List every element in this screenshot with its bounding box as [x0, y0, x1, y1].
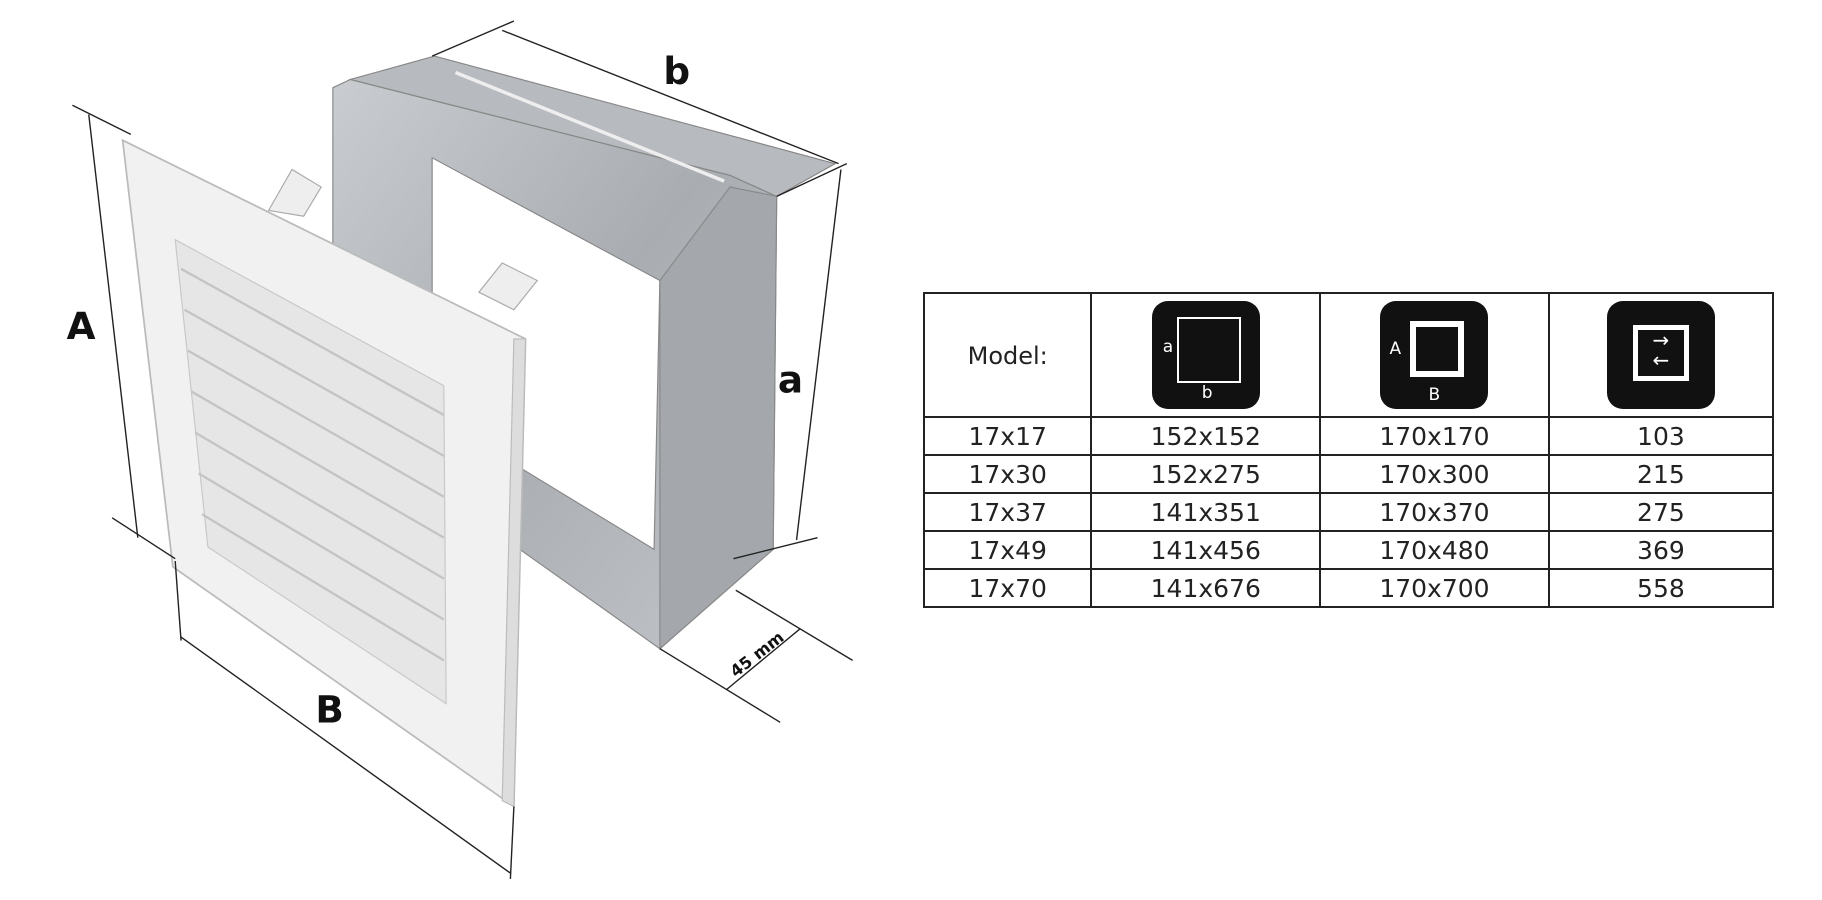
inner-dimension-icon: a b: [1151, 301, 1260, 409]
airflow-area-header: →←: [1547, 292, 1775, 418]
model-cell: 17x49: [922, 530, 1093, 570]
table-header-row: Model: a b A B →←: [922, 292, 1775, 418]
dimension-label-a: a: [778, 358, 803, 402]
ventilation-grille: [121, 138, 527, 809]
airflow-area-cell: 103: [1547, 416, 1775, 456]
dimension-label-B: B: [315, 687, 343, 731]
dimension-label-b: b: [663, 49, 690, 93]
airflow-area-cell: 275: [1547, 492, 1775, 532]
inner-dimension-cell: 152x275: [1090, 454, 1322, 494]
outer-dimension-cell: 170x370: [1319, 492, 1550, 532]
model-cell: 17x37: [922, 492, 1093, 532]
outer-dimension-cell: 170x170: [1319, 416, 1550, 456]
airflow-area-icon: →←: [1606, 301, 1715, 409]
inner-dimension-cell: 152x152: [1090, 416, 1322, 456]
airflow-area-cell: 369: [1547, 530, 1775, 570]
outer-dimension-cell: 170x480: [1319, 530, 1550, 570]
inner-dimension-cell: 141x676: [1090, 568, 1322, 608]
galvanized-frame: [267, 55, 837, 650]
model-cell: 17x30: [922, 454, 1093, 494]
dimension-label-A: A: [67, 304, 96, 348]
inner-dimension-header: a b: [1090, 292, 1322, 418]
dimension-label-depth: 45 mm: [727, 628, 788, 681]
model-cell: 17x70: [922, 568, 1093, 608]
dimension-lines: [72, 20, 853, 879]
inner-dimension-cell: 141x351: [1090, 492, 1322, 532]
outer-dimension-icon: A B: [1380, 301, 1489, 409]
model-header: Model:: [922, 292, 1093, 418]
outer-dimension-cell: 170x700: [1319, 568, 1550, 608]
airflow-area-cell: 215: [1547, 454, 1775, 494]
inner-dimension-cell: 141x456: [1090, 530, 1322, 570]
model-cell: 17x17: [922, 416, 1093, 456]
outer-dimension-header: A B: [1319, 292, 1550, 418]
airflow-area-cell: 558: [1547, 568, 1775, 608]
outer-dimension-cell: 170x300: [1319, 454, 1550, 494]
